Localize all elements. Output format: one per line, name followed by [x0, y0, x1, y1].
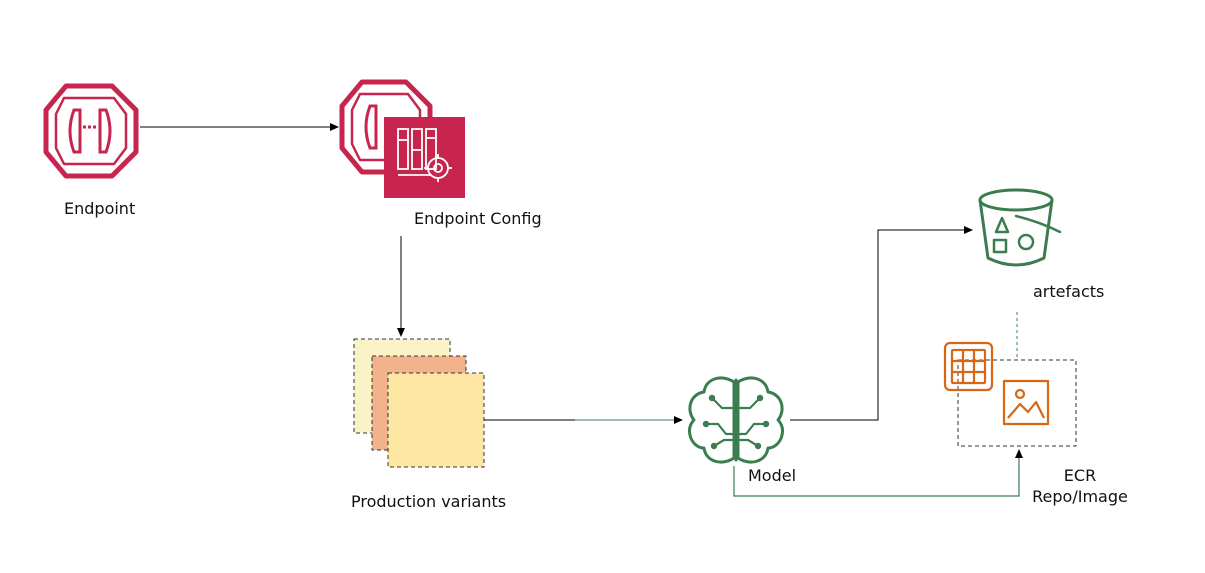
endpoint-label: Endpoint — [64, 199, 136, 218]
ecr-registry-icon[interactable] — [943, 341, 1077, 447]
production-variants-label: Production variants — [351, 492, 507, 511]
s3-bucket-icon[interactable] — [978, 188, 1062, 267]
edge-model-to-artefacts — [790, 226, 973, 421]
sagemaker-model-brain-icon[interactable] — [688, 376, 784, 464]
artefacts-label: artefacts — [1033, 282, 1105, 301]
model-label: Model — [748, 466, 797, 485]
sagemaker-endpoint-config-icon[interactable] — [339, 79, 465, 198]
edge-model-to-ecr — [733, 449, 1023, 497]
ecr-label-line2: Repo/Image — [1032, 487, 1128, 506]
sagemaker-endpoint-icon[interactable] — [43, 83, 139, 179]
stacked-variants-icon[interactable] — [353, 338, 485, 468]
ecr-label-line1: ECR — [1063, 466, 1097, 485]
endpoint-config-label: Endpoint Config — [414, 209, 542, 228]
